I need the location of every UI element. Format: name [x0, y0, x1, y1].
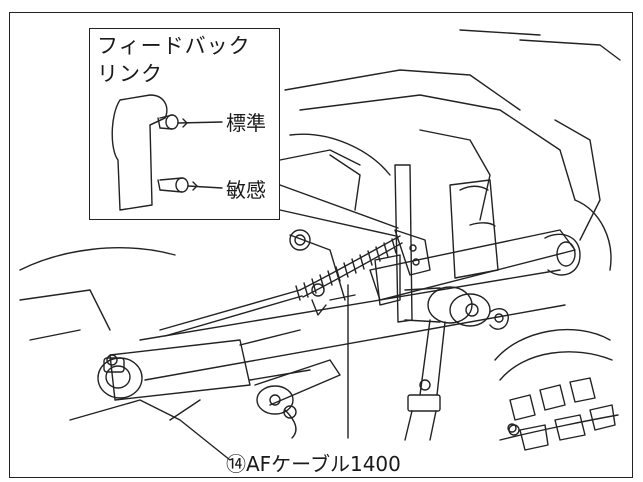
inset-title-line2: リンク: [97, 62, 163, 86]
top-link-joint: [404, 286, 509, 330]
lower-link: [109, 269, 566, 401]
inset-title-line1: フィードバック: [97, 34, 251, 58]
standard-label: 標準: [226, 111, 266, 135]
inset-callout-leaders: [279, 184, 399, 237]
feedback-link-inset: [89, 28, 280, 220]
lower-right-joint: [254, 359, 341, 439]
af-cable: [159, 229, 403, 337]
cable-bracket: [374, 229, 431, 306]
left-ball-end: [97, 354, 143, 399]
af-cable-label: ⑭AFケーブル1400: [226, 452, 401, 476]
sensitive-label: 敏感: [226, 178, 266, 202]
lift-rod: [404, 319, 446, 441]
chassis-outline: [279, 29, 621, 271]
left-structure: [19, 234, 356, 461]
standard-pin: [157, 114, 223, 130]
rear-tire: [494, 328, 619, 451]
sensitive-pin: [157, 177, 223, 193]
bottom-bolt: [508, 424, 520, 436]
upper-lift-arm: [369, 229, 581, 301]
diagram-frame: [9, 12, 633, 478]
